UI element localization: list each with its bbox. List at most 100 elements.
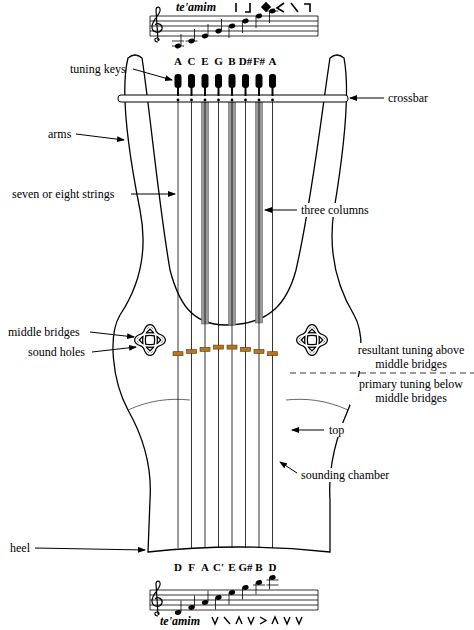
part-label: three columns bbox=[300, 203, 370, 217]
note-letter: B bbox=[228, 54, 235, 68]
bridge bbox=[187, 350, 197, 354]
string bbox=[178, 90, 179, 548]
tuning-key bbox=[242, 74, 249, 88]
part-label: tuning keys bbox=[70, 62, 126, 76]
tuning-key bbox=[256, 74, 263, 88]
string bbox=[218, 90, 219, 548]
bridge bbox=[200, 347, 210, 351]
ledger-line bbox=[172, 41, 184, 42]
crossbar-peg bbox=[190, 99, 193, 102]
note-stem bbox=[256, 16, 257, 28]
tuning-note: primary tuning below middle bridges bbox=[350, 377, 472, 405]
string bbox=[272, 90, 273, 548]
bridge bbox=[173, 352, 183, 356]
note-stem bbox=[215, 598, 216, 610]
bridge bbox=[214, 345, 224, 349]
note-stem bbox=[221, 19, 222, 31]
part-label: top bbox=[328, 423, 345, 437]
teamim-label: te'amim bbox=[160, 614, 200, 628]
part-label: crossbar bbox=[388, 91, 428, 105]
note-stem bbox=[194, 596, 195, 608]
note-letter: E bbox=[228, 560, 235, 574]
note-letter: C bbox=[188, 54, 196, 68]
note-letter: D bbox=[174, 560, 182, 574]
note-stem bbox=[229, 593, 230, 605]
note-letter: F bbox=[188, 560, 195, 574]
bridge bbox=[268, 352, 278, 356]
note-letter: G# bbox=[238, 560, 252, 574]
strings bbox=[178, 90, 273, 548]
tuning-key-stem bbox=[245, 86, 247, 96]
staff bbox=[150, 16, 318, 36]
note-stem bbox=[242, 588, 243, 600]
string bbox=[259, 90, 260, 548]
tuning-note: resultant tuning above middle bridges bbox=[350, 343, 472, 371]
tuning-key-stem bbox=[231, 86, 233, 96]
note-letter: A bbox=[201, 560, 209, 574]
string bbox=[245, 90, 246, 548]
top-plate-line bbox=[128, 399, 348, 410]
part-label: heel bbox=[10, 541, 30, 555]
tuning-key bbox=[202, 74, 209, 88]
note-stem bbox=[269, 11, 270, 23]
string bbox=[205, 90, 206, 548]
note-letter: E bbox=[201, 54, 208, 68]
part-label: middle bridges bbox=[8, 325, 80, 339]
tuning-key-stem bbox=[191, 86, 193, 96]
string bbox=[232, 90, 233, 548]
tuning-key-stem bbox=[177, 86, 179, 96]
bridge bbox=[227, 345, 237, 349]
note-stem bbox=[256, 583, 257, 595]
sound-hole-knot bbox=[136, 326, 164, 354]
note-letter: C' bbox=[213, 560, 224, 574]
note-stem bbox=[229, 26, 230, 38]
note-letter: B bbox=[255, 560, 262, 574]
note-stem bbox=[208, 591, 209, 603]
tuning-key bbox=[269, 74, 276, 88]
part-label: sounding chamber bbox=[300, 468, 390, 482]
staff bbox=[150, 590, 318, 610]
note-stem bbox=[208, 24, 209, 36]
crossbar-peg bbox=[217, 99, 220, 102]
teamim-marks bbox=[212, 617, 302, 624]
tuning-key bbox=[188, 74, 195, 88]
ledger-line bbox=[267, 585, 279, 586]
crossbar bbox=[118, 95, 348, 102]
crossbar-peg bbox=[258, 99, 261, 102]
crossbar-peg bbox=[244, 99, 247, 102]
part-label: seven or eight strings bbox=[12, 187, 114, 201]
crossbar-peg bbox=[271, 99, 274, 102]
tuning-divider bbox=[290, 373, 474, 374]
tuning-key bbox=[229, 74, 236, 88]
crossbar-peg bbox=[177, 99, 180, 102]
crossbar-peg bbox=[204, 99, 207, 102]
note-stem bbox=[269, 578, 270, 590]
sound-hole-knot bbox=[298, 326, 326, 354]
tuning-key-stem bbox=[272, 86, 274, 96]
note-letter: D# bbox=[239, 54, 252, 68]
tuning-key bbox=[175, 74, 182, 88]
note-stem bbox=[242, 21, 243, 33]
part-label: arms bbox=[48, 127, 71, 141]
note-letter: D bbox=[269, 560, 277, 574]
note-letter: A bbox=[174, 54, 182, 68]
bridge bbox=[254, 350, 264, 354]
tuning-key-stem bbox=[204, 86, 206, 96]
note-letter: A bbox=[269, 54, 277, 68]
part-label: sound holes bbox=[28, 345, 85, 359]
tuning-keys bbox=[175, 74, 277, 101]
note-stem bbox=[181, 34, 182, 46]
treble-clef bbox=[152, 7, 162, 42]
note-stem bbox=[181, 601, 182, 613]
crossbar-peg bbox=[231, 99, 234, 102]
middle-bridges bbox=[173, 345, 278, 356]
tuning-key-stem bbox=[258, 86, 260, 96]
note-stem bbox=[194, 29, 195, 41]
note-letter: G bbox=[214, 54, 223, 68]
tuning-key bbox=[215, 74, 222, 88]
treble-clef bbox=[152, 581, 162, 616]
string bbox=[191, 90, 192, 548]
bridge bbox=[241, 347, 251, 351]
tuning-key-stem bbox=[218, 86, 220, 96]
teamim-label: te'amim bbox=[176, 0, 216, 14]
